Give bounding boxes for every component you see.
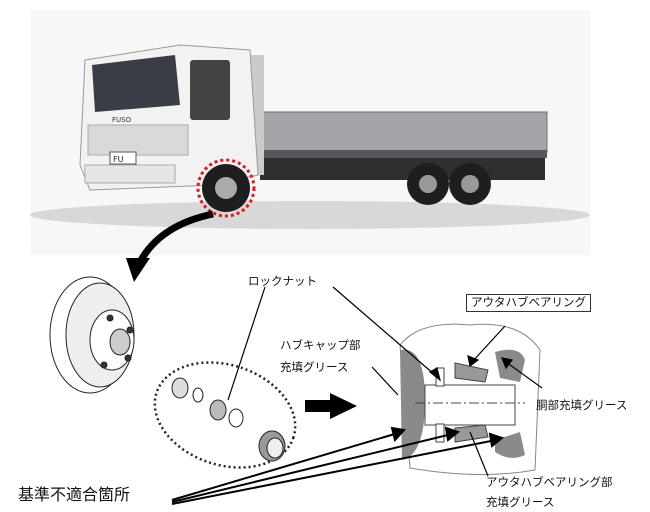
leader-lines: [227, 286, 543, 477]
brand-badge: FUSO: [112, 116, 132, 124]
label-body-grease: 胴部充填グリース: [536, 398, 628, 412]
highlight-circle: [196, 158, 256, 218]
right-arrow: [305, 393, 357, 419]
label-outer-bearing-grease-2: 充填グリース: [486, 495, 555, 509]
plate-text: FU: [113, 155, 124, 164]
hub-cross-section: [399, 323, 541, 476]
label-outer-hub-bearing: アウタハブベアリング: [466, 294, 591, 312]
parts-dotted-ellipse: [153, 361, 297, 469]
label-outer-bearing-grease-1: アウタハブベアリング部: [486, 475, 613, 489]
label-lock-nut: ロックナット: [248, 274, 317, 288]
nonconforming-arrows: [171, 426, 505, 505]
label-hub-cap-1: ハブキャップ部: [280, 338, 361, 352]
label-nonconforming: 基準不適合箇所: [18, 485, 131, 504]
curved-arrow: [136, 210, 214, 264]
hub-parts: [171, 377, 286, 462]
hub-drum: [49, 276, 135, 394]
truck-photo: FU FUSO: [30, 10, 590, 255]
label-hub-cap-2: 充填グリース: [280, 360, 349, 374]
